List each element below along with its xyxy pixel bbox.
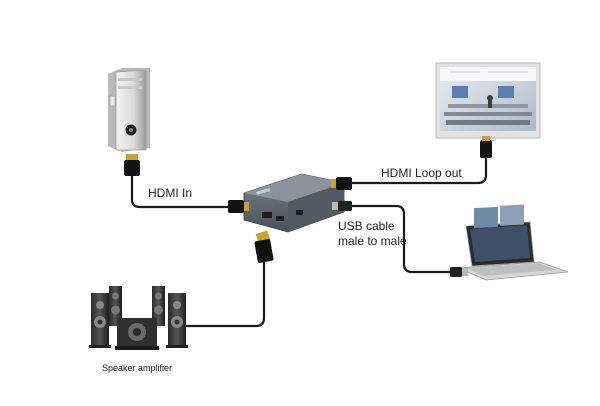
- hdmi-connector-pc-icon: [124, 154, 140, 176]
- hdmi-loop-out-cable: [350, 156, 488, 185]
- hdmi-connector-box-in-icon: [228, 200, 249, 213]
- hdmi-connector-monitor-icon: [480, 136, 492, 158]
- usb-cable: [350, 204, 454, 274]
- hdmi-in-cable: [130, 174, 234, 209]
- hdmi-connector-box-out-icon: [331, 177, 352, 190]
- speaker-amplifier-label: Speaker amplifier: [102, 363, 172, 373]
- audio-connector-box-icon: [254, 230, 274, 263]
- hdmi-capture-box-icon: [243, 173, 345, 233]
- speaker-amplifier-icon: [89, 286, 188, 350]
- laptop-icon: [457, 204, 569, 281]
- audio-cable: [184, 260, 266, 328]
- hdmi-loop-out-label: HDMI Loop out: [381, 166, 462, 180]
- usb-cable-label-line1: USB cable: [338, 219, 395, 233]
- monitor-icon: [435, 62, 541, 141]
- cables: [130, 156, 488, 328]
- pc-tower-icon: [108, 68, 150, 152]
- usb-connector-laptop-icon: [450, 267, 468, 277]
- hdmi-in-label: HDMI In: [148, 186, 192, 200]
- usb-connector-box-icon: [332, 201, 352, 211]
- usb-cable-label-line2: male to male: [338, 234, 407, 248]
